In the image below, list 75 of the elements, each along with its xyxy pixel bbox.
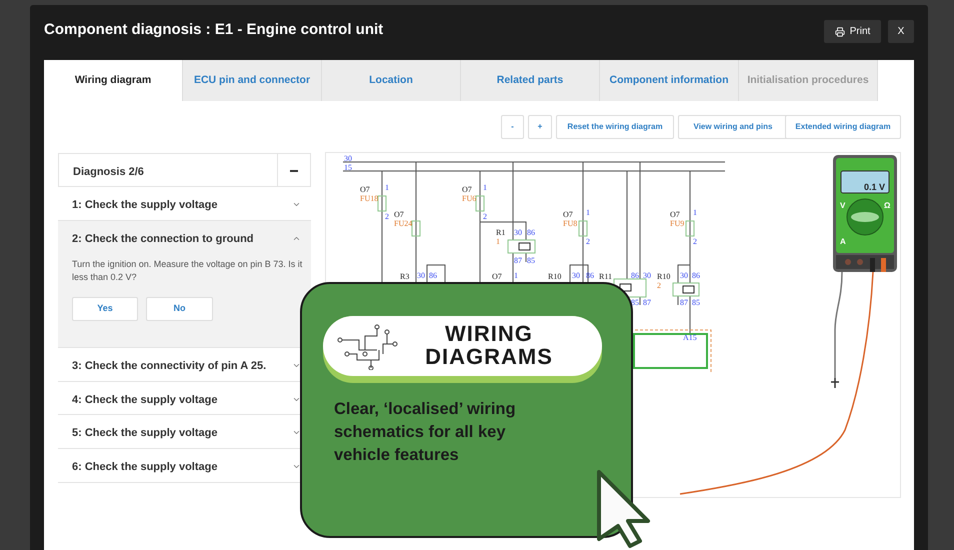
- pin-label: 15: [344, 163, 352, 172]
- pin-label: 1: [514, 271, 518, 280]
- close-button: X: [888, 20, 914, 43]
- fuse-label: FU24: [394, 219, 412, 228]
- toolbar-button: Extended wiring diagram: [785, 115, 901, 139]
- tab: ECU pin and connector: [183, 60, 322, 101]
- step-title: 5: Check the supply voltage: [72, 426, 218, 441]
- pin-label: 86: [527, 228, 535, 237]
- pin-label: 2: [693, 237, 697, 246]
- display-reading: 0.1 V: [864, 181, 886, 194]
- fuse-label: FU6: [462, 194, 476, 203]
- pin-label: 86: [429, 271, 437, 280]
- toolbar-button: View wiring and pins: [678, 115, 788, 139]
- pin-label: 86: [692, 271, 700, 280]
- component-label: O7: [360, 185, 370, 194]
- component-label: O7: [492, 272, 502, 281]
- modal-title: Component diagnosis : E1 - Engine control unit: [44, 20, 384, 40]
- pin-label: 1: [385, 183, 389, 192]
- step-title: 3: Check the connectivity of pin A 25.: [72, 359, 266, 374]
- tab: Location: [322, 60, 461, 101]
- tab: Initialisation procedures: [739, 60, 878, 101]
- pin-label: 87: [514, 256, 522, 265]
- pin-label: 85: [527, 256, 535, 265]
- no-button: No: [146, 297, 213, 321]
- fuse-label: FU8: [563, 219, 578, 228]
- pin-label: 30: [680, 271, 688, 280]
- step-title: 4: Check the supply voltage: [72, 393, 218, 408]
- step-title: 6: Check the supply voltage: [72, 460, 218, 475]
- pin-label: 2: [586, 237, 590, 246]
- pin-label: 2: [483, 212, 487, 221]
- dial-marking: A: [840, 236, 846, 248]
- tab: Component information: [600, 60, 739, 101]
- pin-label: 30: [344, 154, 352, 163]
- toolbar-button: -: [501, 115, 524, 139]
- fuse-label: 2: [657, 281, 661, 290]
- fuse-label: FU9: [670, 219, 684, 228]
- component-label: O7: [670, 210, 680, 219]
- yes-button: Yes: [72, 297, 138, 321]
- pin-label: 30: [417, 271, 425, 280]
- pin-label: 87: [643, 298, 651, 307]
- component-label: R10: [657, 272, 670, 281]
- instruction-text: Turn the ignition on. Measure the voltage on pin B 73. Is it less than 0.2 V?: [72, 258, 304, 284]
- component-label: R3: [400, 272, 410, 281]
- pin-label: 1: [693, 208, 697, 217]
- component-label: O7: [563, 210, 573, 219]
- toolbar-button: +: [528, 115, 552, 139]
- pin-label: A15: [683, 333, 697, 342]
- pin-label: 1: [586, 208, 590, 217]
- callout-text: Clear, ‘localised’ wiring schematics for all key vehicle features: [334, 399, 517, 466]
- pin-label: 2: [385, 212, 389, 221]
- component-label: O7: [394, 210, 404, 219]
- pin-label: 85: [631, 298, 639, 307]
- pin-label: 30: [643, 271, 651, 280]
- pin-label: 87: [680, 298, 688, 307]
- dial-marking: Ω: [884, 200, 890, 212]
- pin-label: 85: [692, 298, 700, 307]
- fuse-label: FU18: [360, 194, 378, 203]
- pin-label: 30: [572, 271, 580, 280]
- pin-label: 86: [631, 271, 639, 280]
- print-button: Print: [824, 20, 881, 43]
- fuse-label: 1: [496, 237, 500, 246]
- callout-card: [300, 282, 633, 538]
- callout-heading: WIRING DIAGRAMS: [424, 322, 554, 368]
- tab: Related parts: [461, 60, 600, 101]
- toolbar-button: Reset the wiring diagram: [556, 115, 674, 139]
- pin-label: 30: [514, 228, 522, 237]
- pin-label: 1: [483, 183, 487, 192]
- step-title: 1: Check the supply voltage: [72, 198, 218, 213]
- diagnosis-heading: Diagnosis 2/6: [73, 165, 144, 180]
- component-label: O7: [462, 185, 472, 194]
- component-label: R10: [548, 272, 562, 281]
- component-label: R1: [496, 228, 506, 237]
- step-title: 2: Check the connection to ground: [72, 232, 254, 247]
- dial-marking: V: [840, 200, 846, 212]
- component-label: R11: [599, 272, 612, 281]
